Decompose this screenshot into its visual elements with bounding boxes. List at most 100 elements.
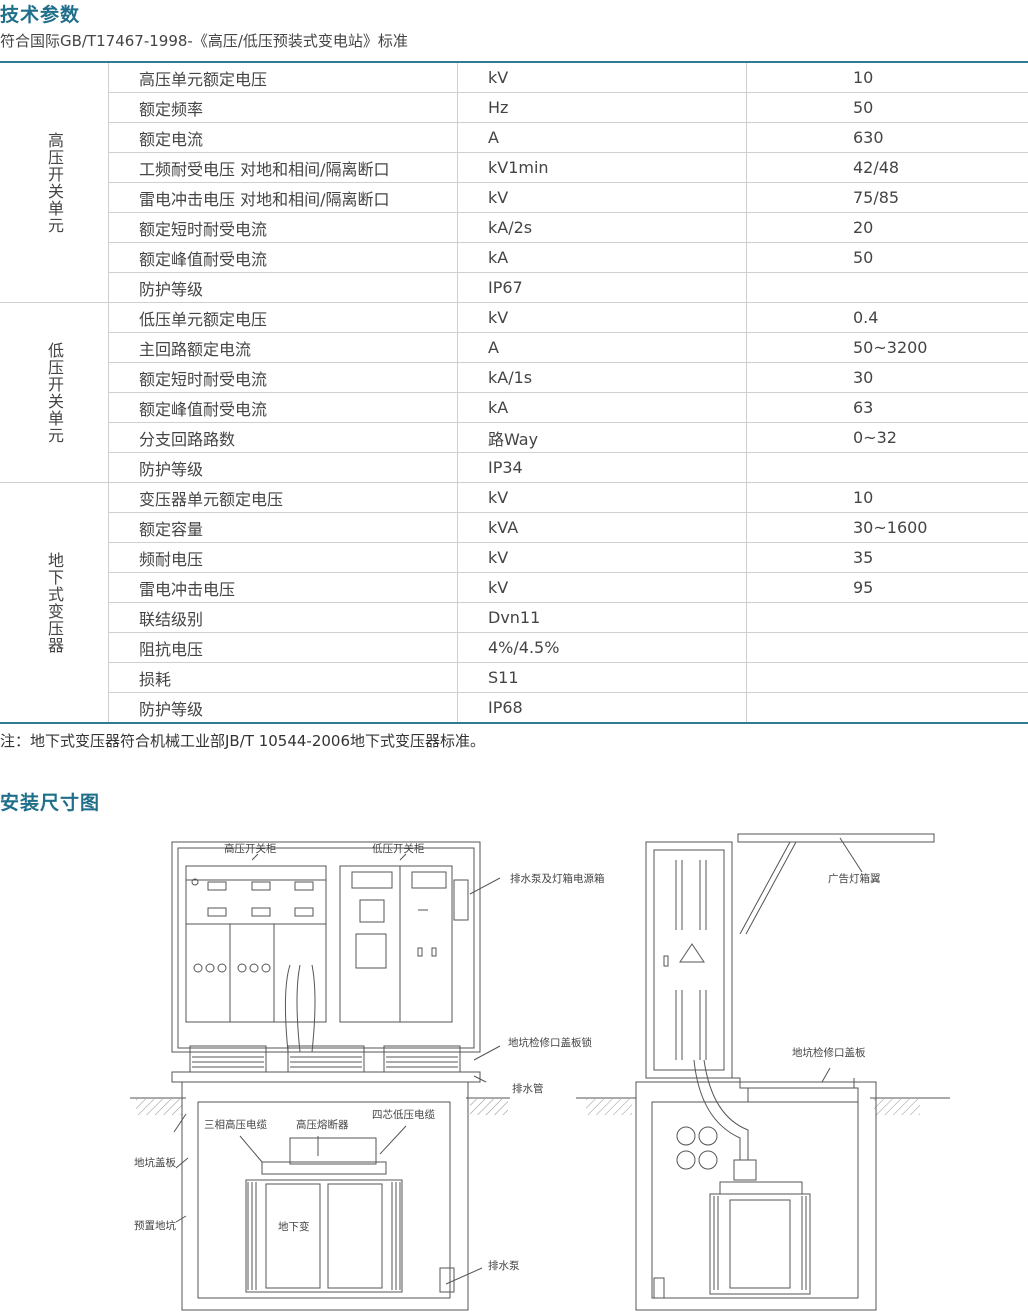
cell-unit: kV [457, 542, 747, 573]
cell-val: 50 [746, 242, 1028, 273]
label-ad-light-wing: 广告灯箱翼 [828, 872, 881, 885]
cell-name: 额定峰值耐受电流 [108, 392, 458, 423]
cell-val: 30 [746, 362, 1028, 393]
cell-unit: A [457, 332, 747, 363]
cell-unit: kV [457, 302, 747, 333]
cell-unit: S11 [457, 662, 747, 693]
table-note: 注：地下式变压器符合机械工业部JB/T 10544-2006地下式变压器标准。 [0, 732, 486, 750]
side-transformer-body [709, 1193, 811, 1295]
cell-unit: kV [457, 482, 747, 513]
pit-outline [181, 1081, 469, 1311]
cell-unit: kV [457, 62, 747, 93]
label-reserved-pit: 预置地坑 [134, 1219, 176, 1232]
label-pit-access-cover: 地坑检修口盖板 [792, 1046, 866, 1059]
label-underground-transformer: 地下变 [278, 1220, 310, 1233]
cell-unit: IP68 [457, 692, 747, 724]
transformer-body [245, 1179, 403, 1293]
group-label: 高压开关单元 [0, 62, 109, 303]
cell-val: 95 [746, 572, 1028, 603]
cell-unit: kA/1s [457, 362, 747, 393]
cell-name: 分支回路路数 [108, 422, 458, 453]
hv-cabinet-shape [185, 865, 327, 1023]
label-pit-cover: 地坑盖板 [134, 1156, 176, 1169]
cell-unit: kV [457, 182, 747, 213]
side-vents [675, 860, 707, 1060]
installation-drawing: 高压开关柜 低压开关柜 排水泵及灯箱电源箱 地坑检修口盖板锁 排水管 三相高压电… [130, 833, 950, 1311]
cell-unit: 4%/4.5% [457, 632, 747, 663]
cell-val: 10 [746, 482, 1028, 513]
label-pit-cover-lock: 地坑检修口盖板锁 [508, 1036, 592, 1049]
cell-unit: kA [457, 242, 747, 273]
cell-name: 防护等级 [108, 692, 458, 724]
standard-line: 符合国际GB/T17467-1998-《高压/低压预装式变电站》标准 [0, 32, 408, 50]
cell-name: 额定短时耐受电流 [108, 362, 458, 393]
ad-light-wing-shape [737, 833, 935, 843]
cell-name: 低压单元额定电压 [108, 302, 458, 333]
vent-grilles [189, 1045, 461, 1073]
cell-name: 额定频率 [108, 92, 458, 123]
label-lv-cabinet: 低压开关柜 [372, 842, 425, 855]
cell-unit: A [457, 122, 747, 153]
drain-pump-shape [439, 1267, 455, 1293]
cell-name: 频耐电压 [108, 542, 458, 573]
cell-name: 联结级别 [108, 602, 458, 633]
cell-name: 雷电冲击电压 [108, 572, 458, 603]
label-hv-fuse: 高压熔断器 [296, 1118, 349, 1131]
cell-val: 0.4 [746, 302, 1028, 333]
cell-val: 63 [746, 392, 1028, 423]
cell-name: 损耗 [108, 662, 458, 693]
cell-name: 防护等级 [108, 452, 458, 483]
cell-val [746, 602, 1028, 633]
label-four-core-cable: 四芯低压电缆 [372, 1108, 435, 1121]
cell-name: 额定容量 [108, 512, 458, 543]
specs-title: 技术参数 [0, 4, 81, 26]
cell-unit: kV [457, 572, 747, 603]
cell-val [746, 452, 1028, 483]
cell-val: 50 [746, 92, 1028, 123]
cell-unit: IP67 [457, 272, 747, 303]
cell-val: 75/85 [746, 182, 1028, 213]
group-label: 低压开关单元 [0, 302, 109, 483]
cell-name: 阻抗电压 [108, 632, 458, 663]
side-pit-outline [635, 1081, 877, 1311]
cell-val: 630 [746, 122, 1028, 153]
cell-unit: Dvn11 [457, 602, 747, 633]
cell-unit: IP34 [457, 452, 747, 483]
cell-val: 50~3200 [746, 332, 1028, 363]
cell-val: 0~32 [746, 422, 1028, 453]
cell-unit: Hz [457, 92, 747, 123]
cell-val [746, 632, 1028, 663]
cell-val [746, 692, 1028, 724]
cell-name: 雷电冲击电压 对地和相间/隔离断口 [108, 182, 458, 213]
cell-val: 42/48 [746, 152, 1028, 183]
cell-val: 20 [746, 212, 1028, 243]
cell-unit: kA [457, 392, 747, 423]
cabinet-side-outline [645, 841, 733, 1079]
label-hv-cabinet: 高压开关柜 [224, 842, 277, 855]
cell-unit: kV1min [457, 152, 747, 183]
cell-val: 30~1600 [746, 512, 1028, 543]
transformer-top [261, 1161, 387, 1175]
cell-unit: kVA [457, 512, 747, 543]
label-three-phase-cable: 三相高压电缆 [204, 1118, 267, 1131]
label-pump-light-box: 排水泵及灯箱电源箱 [510, 872, 605, 885]
cell-name: 主回路额定电流 [108, 332, 458, 363]
label-drain-pipe: 排水管 [512, 1082, 544, 1095]
